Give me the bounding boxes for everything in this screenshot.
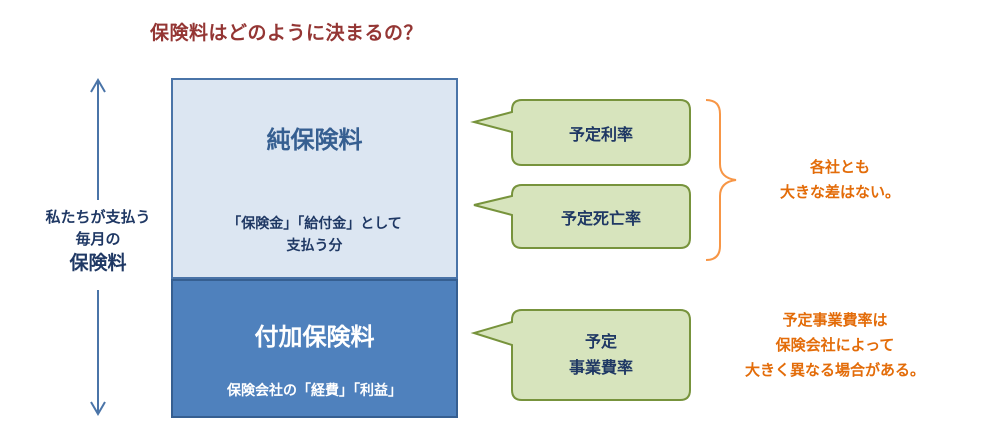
callout-expense-shape [470, 309, 691, 401]
premium-label-line3: 保険料 [69, 252, 127, 274]
note-similar-line1: 各社とも [809, 158, 870, 176]
note-similar: 各社とも 大きな差はない。 [740, 155, 940, 205]
callout-interest-label: 予定利率 [568, 124, 633, 144]
callout-expense-line1: 予定 [584, 332, 617, 351]
callout-interest: 予定利率 [512, 100, 690, 165]
callout-interest-shape [470, 99, 691, 166]
page-title: 保険料はどのように決まるの？ [150, 22, 424, 44]
note-differs-line2: 保険会社によって [775, 336, 895, 354]
callout-mortality: 予定死亡率 [512, 185, 690, 248]
note-similar-line2: 大きな差はない。 [779, 183, 900, 201]
callout-mortality-shape [473, 184, 691, 249]
premium-label: 私たちが支払う 毎月の 保険料 [20, 206, 176, 277]
pure-premium-desc-line2: 支払う分 [286, 238, 343, 254]
curly-brace [705, 99, 737, 261]
note-differs-line3: 大きく異なる場合がある。 [744, 361, 925, 379]
note-differs: 予定事業費率は 保険会社によって 大きく異なる場合がある。 [710, 308, 960, 383]
loading-premium-description: 保険会社の「経費」「利益」 [227, 383, 402, 399]
pure-premium-title: 純保険料 [266, 126, 363, 154]
loading-premium-block: 付加保険料 保険会社の「経費」「利益」 [171, 279, 458, 418]
note-differs-line1: 予定事業費率は [782, 311, 888, 329]
pure-premium-block: 純保険料 「保険金」「給付金」として 支払う分 [171, 78, 458, 279]
pure-premium-description: 「保険金」「給付金」として 支払う分 [173, 213, 456, 257]
loading-premium-title: 付加保険料 [254, 323, 375, 351]
callout-mortality-label: 予定死亡率 [560, 208, 641, 228]
callout-expense-line2: 事業費率 [568, 358, 633, 377]
callout-expense: 予定 事業費率 [512, 310, 690, 400]
premium-label-line1: 私たちが支払う [45, 208, 151, 226]
pure-premium-desc-line1: 「保険金」「給付金」として [227, 216, 402, 232]
premium-label-line2: 毎月の [75, 230, 121, 248]
